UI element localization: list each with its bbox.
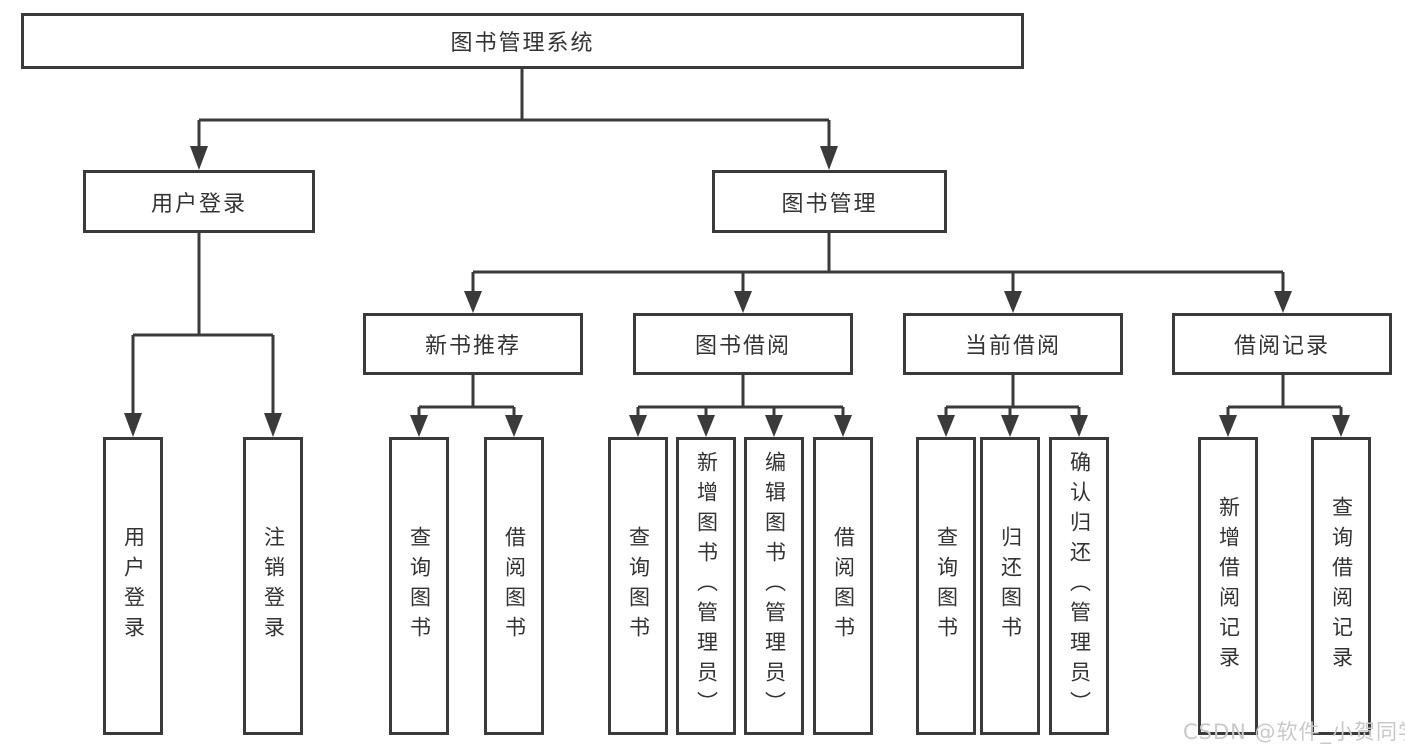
leaf-records-query-record: 查询借阅记录 [1311,437,1371,735]
edge-borrow-records-to-leaves [1219,375,1350,437]
leaf-current-query-books: 查询图书 [916,437,976,735]
edge-root-to-level2 [190,69,838,170]
edge-book-borrow-to-leaves [629,375,852,437]
leaf-current-return-books: 归还图书 [980,437,1040,735]
leaf-recommend-query-books: 查询图书 [389,437,449,735]
leaf-current-confirm-return-admin: 确认归还（管理员） [1049,437,1109,735]
node-user-login: 用户登录 [83,170,315,233]
node-book-borrow: 图书借阅 [633,313,853,375]
leaf-records-add-record: 新增借阅记录 [1198,437,1258,735]
leaf-borrow-query-books: 查询图书 [608,437,668,735]
edge-new-book-recommend-to-leaves [410,375,523,437]
leaf-recommend-borrow-books: 借阅图书 [484,437,544,735]
leaf-borrow-edit-books-admin: 编辑图书（管理员） [744,437,804,735]
node-borrow-records: 借阅记录 [1172,313,1392,375]
node-current-borrow: 当前借阅 [903,313,1123,375]
csdn-watermark: CSDN @软件_小贺同学 [1183,720,1405,744]
node-root: 图书管理系统 [21,13,1024,69]
node-book-management: 图书管理 [712,170,947,233]
edge-current-borrow-to-leaves [937,375,1088,437]
leaf-borrow-add-books-admin: 新增图书（管理员） [676,437,736,735]
leaf-borrow-borrow-books: 借阅图书 [813,437,873,735]
edge-book-management-to-level3 [464,233,1292,313]
leaf-user-login: 用户登录 [103,437,163,735]
node-new-book-recommend: 新书推荐 [363,313,583,375]
leaf-logout: 注销登录 [243,437,303,735]
edge-user-login-to-leaves [124,233,282,437]
